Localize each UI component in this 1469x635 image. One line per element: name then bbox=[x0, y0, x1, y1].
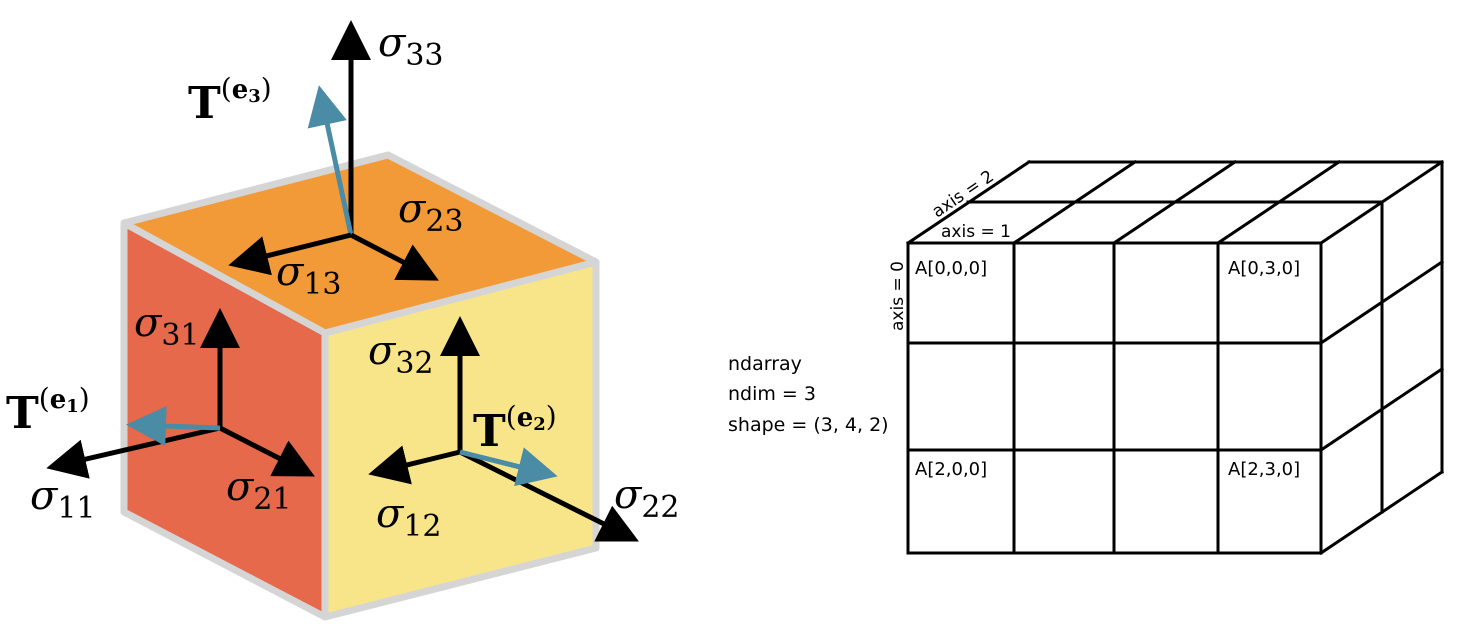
sigma22-label: σ22 bbox=[614, 472, 680, 525]
svg-text:σ23: σ23 bbox=[398, 186, 464, 239]
svg-text:T(e1): T(e1) bbox=[6, 382, 90, 439]
cube-top-face bbox=[124, 155, 596, 333]
axis1-label: axis = 1 bbox=[941, 222, 1011, 242]
sigma12-arrow bbox=[368, 445, 461, 485]
ndarray-grid bbox=[905, 159, 1445, 556]
svg-text:σ31: σ31 bbox=[134, 300, 200, 353]
sigma33-label: σ33 bbox=[378, 20, 444, 73]
svg-text:T(e2): T(e2) bbox=[473, 400, 557, 457]
traction-e2-arrow bbox=[459, 447, 558, 487]
svg-text:σ12: σ12 bbox=[376, 491, 442, 544]
traction-e1-label: T(e1) bbox=[6, 382, 90, 439]
svg-text:T(e3): T(e3) bbox=[188, 72, 272, 129]
cube-left-face bbox=[124, 223, 325, 617]
ndarray-diagram: ndarray ndim = 3 shape = (3, 4, 2) bbox=[728, 159, 1445, 556]
cell-label-a000: A[0,0,0] bbox=[915, 258, 987, 279]
sigma12-label: σ12 bbox=[376, 491, 442, 544]
cell-label-a230: A[2,3,0] bbox=[1228, 459, 1300, 480]
sigma11-arrow bbox=[46, 425, 221, 479]
ndarray-shape-text: shape = (3, 4, 2) bbox=[728, 414, 889, 436]
right-face-vectors bbox=[368, 316, 639, 542]
sigma32-label: σ32 bbox=[368, 328, 434, 381]
traction-e2-label: T(e2) bbox=[473, 400, 557, 457]
traction-e1-arrow bbox=[126, 406, 221, 447]
ndarray-ndim-text: ndim = 3 bbox=[728, 383, 816, 405]
top-face-vectors bbox=[228, 20, 439, 281]
svg-text:σ11: σ11 bbox=[30, 473, 96, 526]
sigma13-label: σ13 bbox=[276, 249, 342, 302]
sigma21-arrow bbox=[218, 425, 315, 477]
traction-e3-label: T(e3) bbox=[188, 72, 272, 129]
cube-edges bbox=[120, 151, 600, 621]
svg-text:σ21: σ21 bbox=[226, 464, 292, 517]
traction-e3-arrow bbox=[307, 85, 354, 236]
cell-label-a030: A[0,3,0] bbox=[1228, 258, 1300, 279]
sigma31-label: σ31 bbox=[134, 300, 200, 353]
cell-label-a200: A[2,0,0] bbox=[915, 459, 987, 480]
stress-cube: σ33 σ23 σ13 σ31 σ32 σ11 σ21 σ12 σ22 T(e3… bbox=[6, 20, 680, 621]
axis2-label: axis = 2 bbox=[929, 166, 998, 222]
svg-text:σ32: σ32 bbox=[368, 328, 434, 381]
axis0-label: axis = 0 bbox=[888, 261, 908, 331]
left-face-vectors bbox=[46, 308, 315, 479]
svg-text:σ33: σ33 bbox=[378, 20, 444, 73]
ndarray-info: ndarray ndim = 3 shape = (3, 4, 2) bbox=[728, 353, 889, 436]
sigma21-label: σ21 bbox=[226, 464, 292, 517]
sigma23-arrow bbox=[349, 232, 439, 281]
sigma11-label: σ11 bbox=[30, 473, 96, 526]
sigma23-label: σ23 bbox=[398, 186, 464, 239]
sigma13-arrow bbox=[228, 232, 352, 276]
ndarray-type-text: ndarray bbox=[728, 353, 802, 375]
sigma22-arrow bbox=[458, 449, 639, 542]
svg-text:σ13: σ13 bbox=[276, 249, 342, 302]
svg-text:σ22: σ22 bbox=[614, 472, 680, 525]
